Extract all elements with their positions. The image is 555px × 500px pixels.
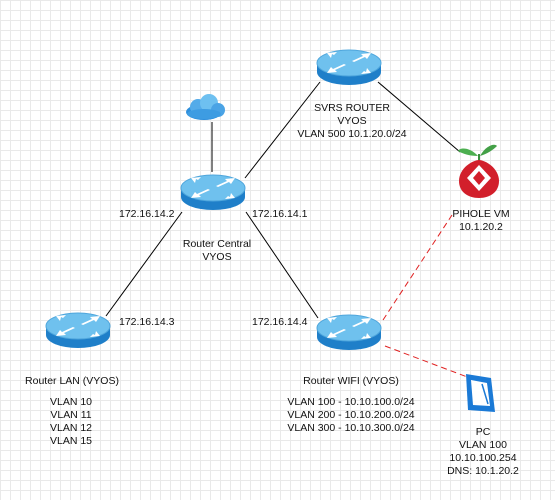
link-central-lan [105,211,183,317]
vlan-entry: VLAN 100 - 10.10.100.0/24 [287,396,415,408]
pihole-label: PIHOLE VM 10.1.20.2 [452,208,510,233]
router-wifi-label: Router WIFI (VYOS) [303,375,399,387]
router-wifi-vlan-list: VLAN 100 - 10.10.100.0/24 VLAN 200 - 10.… [287,396,414,435]
vlan-entry: VLAN 15 [49,435,93,447]
pihole-icon [458,144,499,198]
vlan-entry: VLAN 11 [50,409,92,421]
router-icon [316,49,382,85]
router-icon [180,174,246,210]
router-icon [45,312,111,348]
pc-icon [466,374,495,412]
interface-ip: 172.16.14.4 [252,316,308,328]
cloud-icon [186,94,225,120]
interface-ip: 172.16.14.1 [252,208,308,220]
vlan-entry: VLAN 200 - 10.10.200.0/24 [287,409,415,421]
pc-label: PC VLAN 100 10.10.100.254 DNS: 10.1.20.2 [447,426,519,477]
link-central-wifi [245,211,319,319]
interface-ip: 172.16.14.3 [119,316,175,328]
router-central-label: Router Central VYOS [182,238,252,263]
link-wifi-pihole-dns [382,214,453,321]
link-wifi-pc-dns [384,345,471,379]
router-lan-vlan-list: VLAN 10 VLAN 11 VLAN 12 VLAN 15 [50,396,92,448]
vlan-entry: VLAN 300 - 10.10.300.0/24 [287,422,415,434]
link-svrs-central [244,81,321,179]
router-icon [316,314,382,350]
interface-ip: 172.16.14.2 [119,208,175,220]
router-lan-label: Router LAN (VYOS) [25,375,119,387]
vlan-entry: VLAN 12 [49,422,93,434]
link-svrs-pihole [377,81,461,153]
svrs-router-label: SVRS ROUTER VYOS VLAN 500 10.1.20.0/24 [297,102,407,140]
vlan-entry: VLAN 10 [49,396,93,408]
